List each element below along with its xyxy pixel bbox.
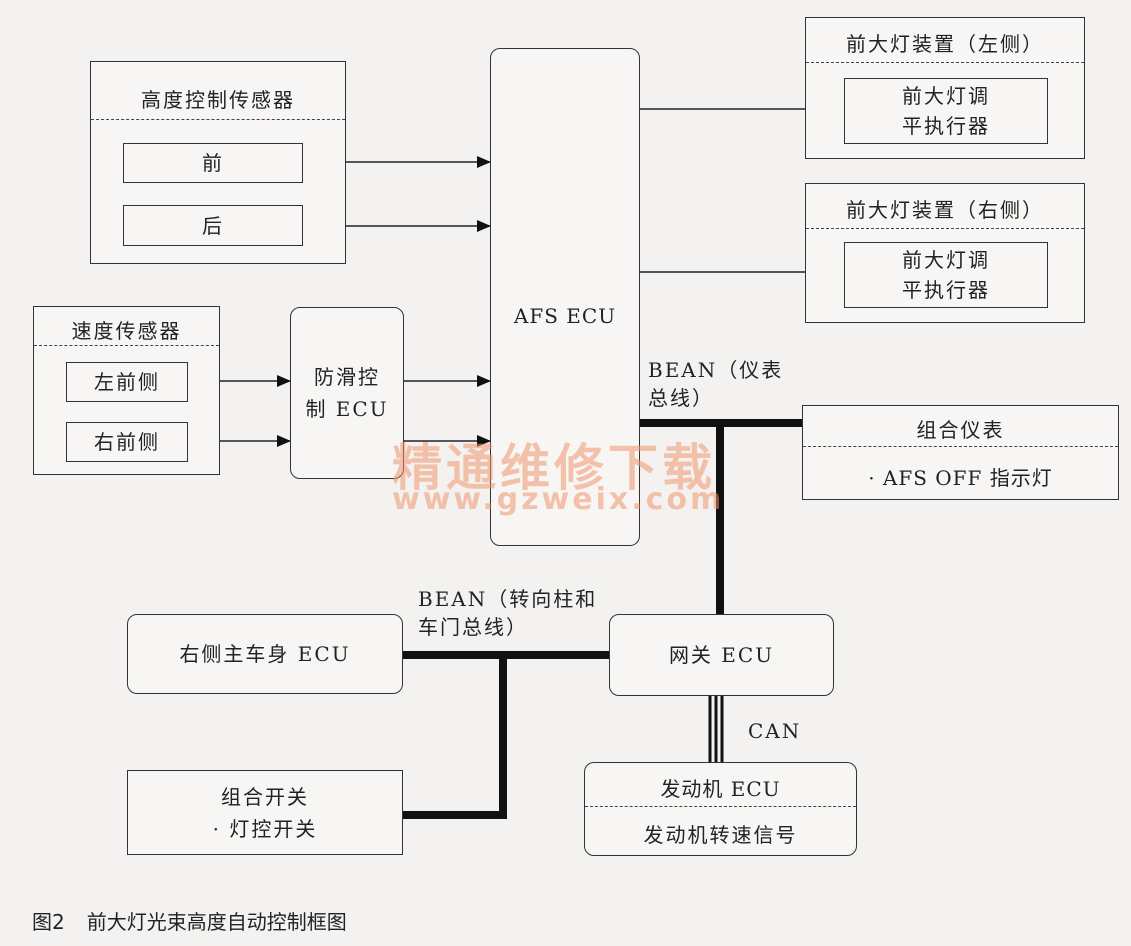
height-sensor-title: 高度控制传感器 (141, 88, 295, 112)
headlamp-right-unit: 前大灯装置（右侧） 前大灯调 平执行器 (805, 183, 1085, 323)
watermark-url: www.gzweix.com (392, 482, 725, 517)
figure-number: 图2 (32, 910, 65, 934)
headlamp-left-actuator-line2: 平执行器 (902, 114, 990, 138)
combination-meter-item: · AFS OFF 指示灯 (868, 466, 1053, 490)
combination-meter: 组合仪表 · AFS OFF 指示灯 (802, 405, 1119, 500)
combination-switch-item: · 灯控开关 (212, 816, 318, 841)
bean-steering-line2: 车门总线） (418, 615, 528, 639)
headlamp-right-actuator: 前大灯调 平执行器 (844, 242, 1048, 308)
combination-meter-title: 组合仪表 (916, 418, 1005, 442)
engine-ecu-item: 发动机转速信号 (643, 823, 798, 847)
bean-steering-bus-label: BEAN（转向柱和 车门总线） (418, 585, 597, 641)
body-ecu-label: 右侧主车身 ECU (179, 642, 351, 666)
afs-ecu: AFS ECU (490, 48, 640, 546)
abs-ecu-line2: 制 ECU (305, 397, 389, 421)
gateway-ecu: 网关 ECU (609, 614, 834, 696)
can-bus-label: CAN (748, 719, 802, 743)
gateway-ecu-label: 网关 ECU (668, 643, 775, 667)
headlamp-right-title: 前大灯装置（右侧） (846, 198, 1044, 222)
figure-caption: 图2 前大灯光束高度自动控制框图 (32, 906, 347, 935)
bean-combo-switch-bus (403, 655, 507, 819)
body-ecu: 右侧主车身 ECU (127, 614, 403, 694)
speed-sensor-right-front: 右前侧 (66, 422, 188, 462)
bean-meter-bus-label: BEAN（仪表 总线） (648, 356, 783, 412)
bean-meter-line2: 总线） (648, 386, 714, 410)
engine-ecu-title: 发动机 ECU (660, 777, 781, 801)
watermark-text: 精通维修下载 (392, 439, 716, 497)
headlamp-right-actuator-line2: 平执行器 (902, 278, 990, 302)
headlamp-left-title: 前大灯装置（左侧） (846, 32, 1044, 56)
headlamp-left-unit: 前大灯装置（左侧） 前大灯调 平执行器 (805, 17, 1085, 159)
height-sensor-group: 高度控制传感器 前 后 (90, 61, 346, 264)
height-sensor-rear: 后 (123, 205, 303, 246)
abs-ecu-line1: 防滑控 (314, 365, 380, 389)
height-sensor-front: 前 (123, 143, 303, 183)
speed-sensor-group: 速度传感器 左前侧 右前侧 (33, 306, 220, 475)
bean-meter-line1: BEAN（仪表 (648, 358, 784, 382)
combination-switch: 组合开关 · 灯控开关 (127, 770, 403, 855)
engine-ecu: 发动机 ECU 发动机转速信号 (584, 762, 857, 856)
afs-ecu-label: AFS ECU (513, 304, 617, 328)
headlamp-right-actuator-line1: 前大灯调 (902, 248, 990, 272)
headlamp-left-actuator: 前大灯调 平执行器 (844, 78, 1048, 144)
speed-sensor-left-front: 左前侧 (66, 362, 188, 402)
speed-sensor-title: 速度传感器 (71, 319, 182, 343)
abs-ecu: 防滑控 制 ECU (290, 307, 404, 479)
figure-title: 前大灯光束高度自动控制框图 (86, 910, 347, 934)
bean-steering-line1: BEAN（转向柱和 (418, 587, 598, 611)
headlamp-left-actuator-line1: 前大灯调 (902, 84, 990, 108)
combination-switch-title: 组合开关 (221, 784, 309, 809)
